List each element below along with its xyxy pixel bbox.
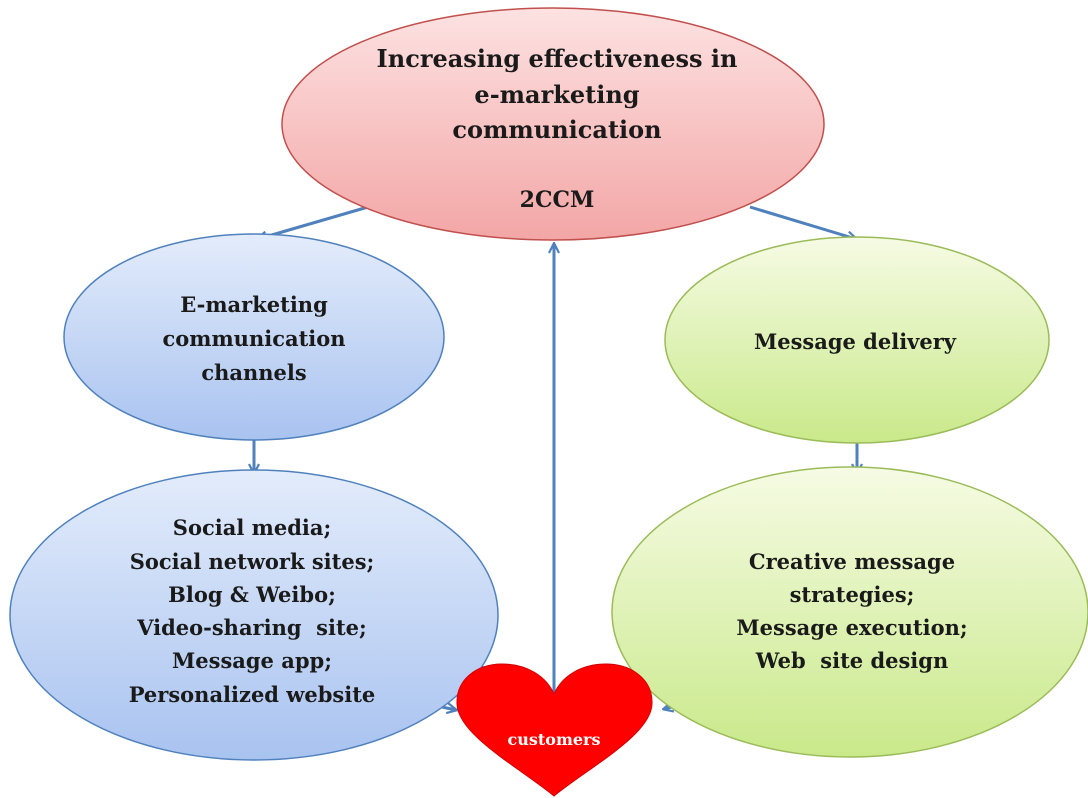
- node-delivery-line-1: Message delivery: [754, 329, 957, 354]
- node-channel-list: Social media; Social network sites; Blog…: [9, 469, 499, 761]
- node-top-line-3: communication: [452, 115, 661, 144]
- node-channel-list-shape: [9, 469, 499, 761]
- node-channel-list-line-1: Social media;: [173, 515, 331, 540]
- node-channels-line-1: E-marketing: [180, 292, 328, 317]
- node-top-line-2: e-marketing: [474, 80, 639, 109]
- node-channel-list-line-2: Social network sites;: [130, 549, 375, 574]
- node-channels-shape: [63, 233, 445, 441]
- node-channel-list-line-4: Video-sharing site;: [136, 615, 367, 640]
- node-channel-list-line-6: Personalized website: [129, 682, 376, 707]
- node-strategies-line-2: strategies;: [790, 582, 915, 607]
- node-channels: E-marketing communication channels: [63, 233, 445, 441]
- node-strategies-shape: [611, 466, 1088, 758]
- node-channel-list-line-5: Message app;: [172, 648, 332, 673]
- node-customers-label: customers: [508, 730, 601, 749]
- node-top-line-1: Increasing effectiveness in: [377, 44, 738, 73]
- node-top: Increasing effectiveness in e-marketing …: [281, 7, 825, 241]
- node-customers: customers: [456, 663, 653, 797]
- node-strategies-line-1: Creative message: [749, 549, 955, 574]
- node-delivery: Message delivery: [664, 236, 1050, 444]
- node-strategies-line-4: Web site design: [755, 648, 949, 673]
- node-channel-list-line-3: Blog & Weibo;: [168, 582, 336, 607]
- heart-icon: [456, 663, 653, 797]
- node-strategies-line-3: Message execution;: [736, 615, 967, 640]
- node-delivery-shape: [664, 236, 1050, 444]
- node-top-sub: 2CCM: [520, 187, 595, 213]
- node-strategies: Creative message strategies; Message exe…: [611, 466, 1088, 758]
- arrow-top-to-delivery: [749, 205, 856, 239]
- node-channels-line-3: channels: [201, 360, 306, 385]
- node-top-shape: [281, 7, 825, 241]
- node-channels-line-2: communication: [162, 326, 345, 351]
- arrow-top-to-channels: [258, 205, 369, 239]
